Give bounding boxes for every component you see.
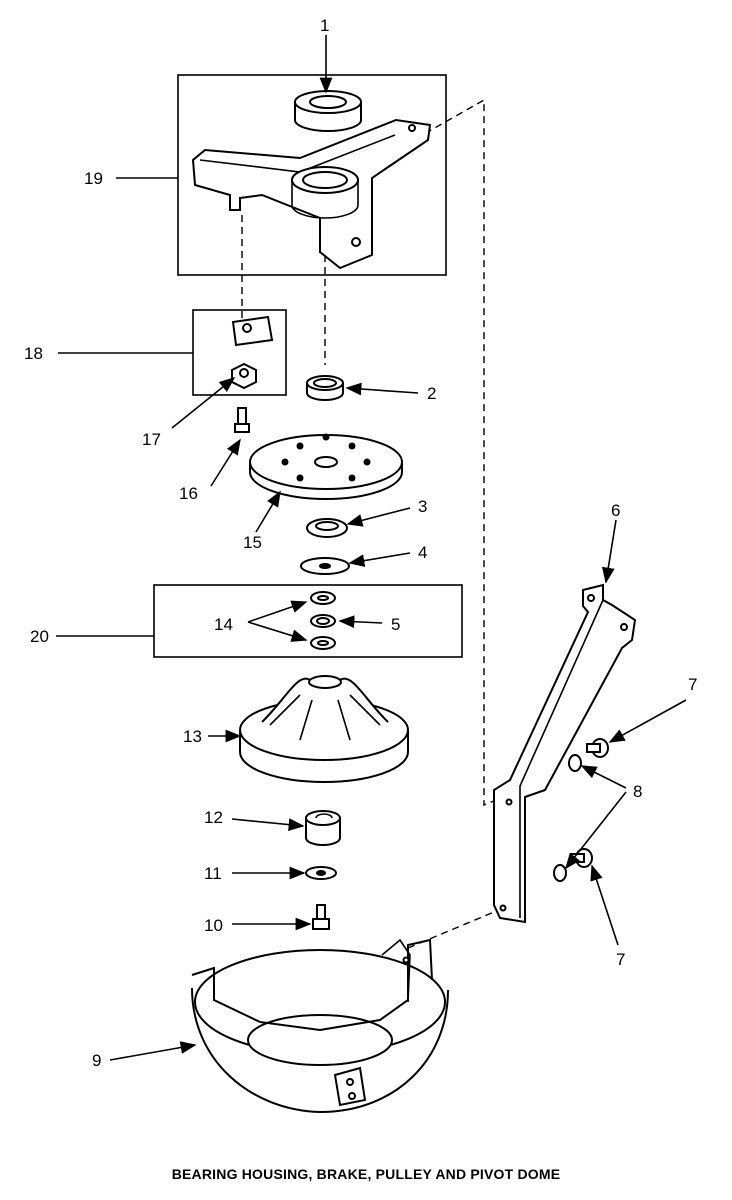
leader-6 [601,519,617,584]
leader-4 [348,552,411,567]
callout-2: 2 [427,384,436,403]
callout-7-lower: 7 [616,950,625,969]
callout-20: 20 [30,627,49,646]
leader-2 [345,382,419,396]
callout-14: 14 [214,615,233,634]
leader-16 [210,438,241,487]
callout-15: 15 [243,533,262,552]
washer-11 [305,866,337,880]
washer-8-upper [568,754,582,772]
leader-8a [580,765,627,789]
pivot-dome-9 [191,938,449,1114]
callout-17: 17 [142,430,161,449]
leader-14a [247,600,308,623]
leader-7b [590,864,619,946]
leader-7a [608,699,687,743]
diagram-caption: BEARING HOUSING, BRAKE, PULLEY AND PIVOT… [171,1166,561,1182]
callout-18: 18 [24,344,43,363]
leader-12 [231,818,305,831]
cam-12 [305,810,341,846]
callout-10: 10 [204,916,223,935]
washer-14-upper [310,591,336,605]
bolt-10 [312,904,330,930]
leader-8b [565,791,627,870]
brake-disc-15 [249,433,403,500]
leader-5 [338,615,383,629]
callout-16: 16 [179,484,198,503]
washer-4 [300,557,350,575]
nut-17 [231,362,257,390]
bearing-1 [294,90,362,132]
callout-4: 4 [418,543,427,562]
callout-3: 3 [418,497,427,516]
callout-19: 19 [84,169,103,188]
seal-3 [306,518,348,538]
callout-7-upper: 7 [688,675,697,694]
bracket-6 [493,583,637,924]
callout-5: 5 [391,615,400,634]
callout-13: 13 [183,727,202,746]
leader-3 [346,507,411,527]
group-box-20 [153,584,463,658]
leader-14b [247,621,308,642]
bearing-housing-19 [191,118,432,270]
washer-14-lower [310,636,336,650]
group-box-19 [177,74,447,276]
callout-11: 11 [204,864,222,883]
washer-8-lower [553,864,567,882]
screw-7-upper [586,738,609,758]
bearing-5 [310,614,336,628]
leader-15 [255,490,281,533]
screw-16 [234,407,250,433]
shim-plate-18 [231,315,274,347]
callout-12: 12 [204,808,223,827]
callout-8: 8 [633,782,642,801]
callout-9: 9 [92,1051,101,1070]
callout-1: 1 [320,16,329,35]
leader-17 [171,376,236,429]
callout-6: 6 [611,501,620,520]
pulley-13 [239,675,409,783]
bearing-2 [306,375,344,401]
leader-9 [109,1041,197,1061]
